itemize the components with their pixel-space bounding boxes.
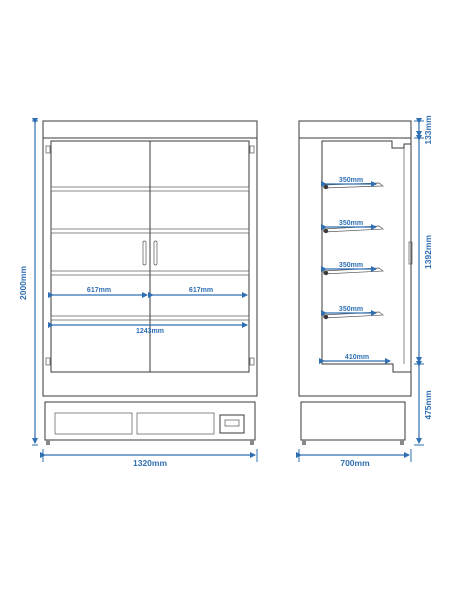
inner-width-label: 1243mm (136, 328, 164, 335)
foot-left (46, 440, 50, 445)
side-body (298, 137, 412, 397)
front-shelves (50, 186, 250, 321)
overall-width-label: 1320mm (133, 458, 167, 468)
side-shelves (322, 182, 385, 320)
left-shelf-width-label: 617mm (87, 287, 111, 294)
overall-depth-label: 700mm (340, 458, 370, 468)
door-handle-left (142, 240, 147, 266)
shelf-front-clip (323, 314, 329, 320)
shelf-front-clip (323, 184, 329, 190)
side-base-unit (300, 401, 406, 441)
base-grille-right (136, 412, 215, 435)
side-foot-left (302, 440, 306, 445)
hinge-top-left (45, 145, 51, 154)
overall-height-label: 2000mm (18, 266, 28, 300)
side-view: 350mm 350mm 350mm 350mm 410mm 700mm 133m… (296, 115, 433, 468)
side-foot-right (400, 440, 404, 445)
controller-display (219, 414, 245, 434)
front-canopy (42, 120, 258, 139)
shelf-depth-label: 350mm (339, 177, 363, 184)
front-shelf (50, 186, 250, 192)
front-shelf (50, 228, 250, 234)
side-handle (408, 241, 413, 265)
shelf-front-clip (323, 270, 329, 276)
right-shelf-width-label: 617mm (189, 287, 213, 294)
front-cabinet-frame (42, 137, 258, 397)
controller-screen (224, 419, 240, 427)
front-shelf (50, 270, 250, 276)
top-height-label: 133mm (423, 115, 433, 145)
foot-right (250, 440, 254, 445)
hinge-bottom-right (249, 357, 255, 366)
hinge-bottom-left (45, 357, 51, 366)
shelf-depth-label: 350mm (339, 306, 363, 313)
side-canopy (298, 120, 412, 139)
front-shelf (50, 315, 250, 321)
shelf-depth-label: 350mm (339, 262, 363, 269)
base-depth-label: 410mm (345, 354, 369, 361)
base-grille-left (54, 412, 133, 435)
hinge-top-right (249, 145, 255, 154)
shelf-depth-label: 350mm (339, 220, 363, 227)
side-interior (321, 140, 412, 373)
door-handle-right (153, 240, 158, 266)
middle-height-label: 1392mm (423, 235, 433, 269)
bottom-height-label: 475mm (423, 390, 433, 420)
front-view: 617mm 617mm 1243mm 1320mm 2000mm (18, 118, 258, 468)
shelf-front-clip (323, 228, 329, 234)
front-base-unit (44, 401, 256, 441)
